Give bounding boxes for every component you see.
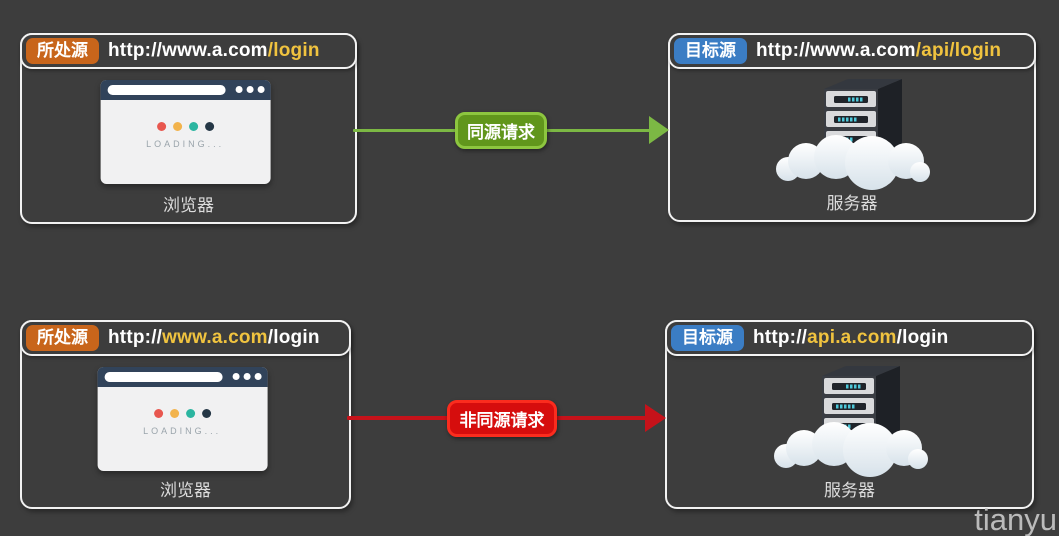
target-header: 目标源 http://www.a.com/api/login: [668, 33, 1036, 69]
window-controls-icon: [235, 86, 265, 93]
target-badge: 目标源: [674, 37, 747, 65]
browser-window-icon: LOADING...: [97, 367, 268, 471]
origin-url: http://www.a.com/login: [108, 327, 320, 349]
url-prefix: http://www.a.com: [108, 40, 268, 61]
panel-target-origin-top: 目标源 http://www.a.com/api/login: [668, 33, 1036, 222]
watermark: tianyu: [974, 502, 1057, 536]
origin-header: 所处源 http://www.a.com/login: [20, 320, 351, 356]
server-icon: [776, 79, 930, 190]
target-url: http://api.a.com/login: [753, 327, 948, 349]
server-caption: 服务器: [826, 194, 878, 213]
browser-window-icon: LOADING...: [100, 80, 271, 184]
url-prefix: http://: [753, 327, 808, 348]
url-suffix: /login: [896, 327, 949, 348]
server-caption: 服务器: [824, 481, 875, 500]
panel-source-origin-top: 所处源 http://www.a.com/login LOADING... 浏览…: [20, 33, 357, 224]
server-icon: [773, 366, 928, 477]
target-url: http://www.a.com/api/login: [756, 40, 1001, 62]
origin-url: http://www.a.com/login: [108, 40, 320, 62]
loading-text: LOADING...: [146, 139, 225, 149]
origin-header: 所处源 http://www.a.com/login: [20, 33, 357, 69]
url-highlight: /login: [267, 40, 320, 61]
same-origin-request-label: 同源请求: [455, 112, 547, 149]
cross-origin-request-label: 非同源请求: [447, 400, 557, 437]
url-highlight: www.a.com: [162, 327, 268, 348]
target-badge: 目标源: [671, 324, 744, 352]
url-highlight: /api/login: [915, 40, 1002, 61]
browser-caption: 浏览器: [160, 481, 211, 500]
url-suffix: /login: [267, 327, 320, 348]
window-controls-icon: [232, 373, 262, 380]
loading-dots-icon: [153, 409, 211, 418]
browser-caption: 浏览器: [163, 196, 214, 215]
address-bar: [107, 85, 226, 95]
cross-origin-arrowhead-icon: [645, 404, 666, 432]
panel-source-origin-bottom: 所处源 http://www.a.com/login LOADING... 浏览…: [20, 320, 351, 509]
origin-badge: 所处源: [26, 37, 99, 65]
url-prefix: http://www.a.com: [756, 40, 916, 61]
browser-topbar: [100, 80, 271, 100]
url-highlight: api.a.com: [807, 327, 897, 348]
origin-badge: 所处源: [26, 324, 99, 352]
loading-text: LOADING...: [143, 426, 222, 436]
panel-target-origin-bottom: 目标源 http://api.a.com/login: [665, 320, 1034, 509]
same-origin-arrowhead-icon: [649, 116, 669, 144]
browser-topbar: [97, 367, 268, 387]
target-header: 目标源 http://api.a.com/login: [665, 320, 1034, 356]
url-prefix: http://: [108, 327, 163, 348]
loading-dots-icon: [156, 122, 214, 131]
address-bar: [104, 372, 223, 382]
